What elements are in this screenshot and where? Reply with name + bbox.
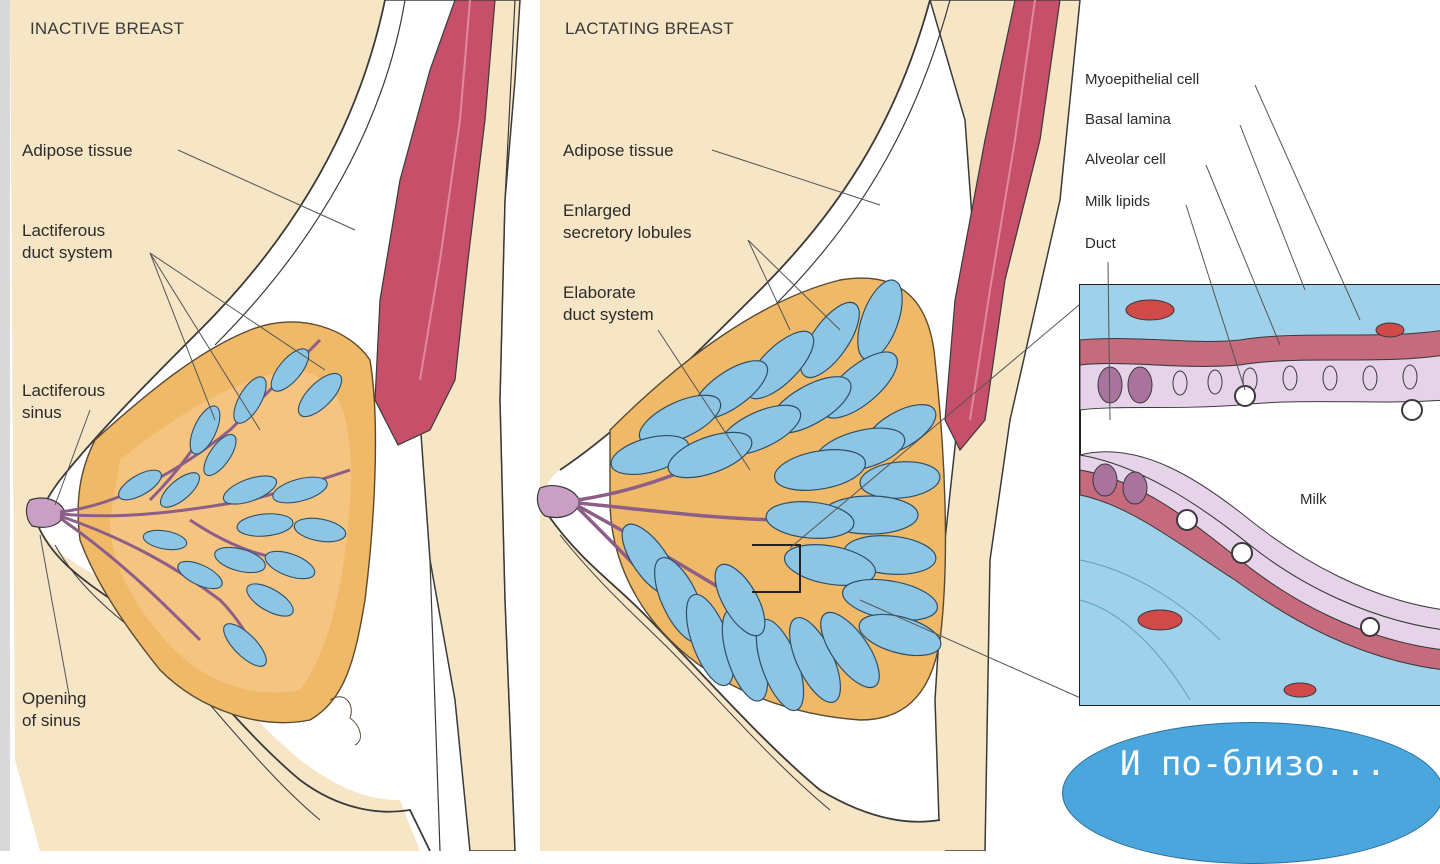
label-duct: Duct xyxy=(1085,234,1116,254)
label-basal-lamina: Basal lamina xyxy=(1085,110,1171,130)
label-enlarged-secretory-lobules: Enlarged secretory lobules xyxy=(563,200,692,244)
label-adipose-tissue-right: Adipose tissue xyxy=(563,140,674,162)
label-lactiferous-duct-system: Lactiferous duct system xyxy=(22,220,113,264)
label-lactiferous-sinus: Lactiferous sinus xyxy=(22,380,105,424)
heading-lactating-breast: LACTATING BREAST xyxy=(565,18,734,40)
label-opening-of-sinus: Opening of sinus xyxy=(22,688,86,732)
lactating-nipple xyxy=(537,486,580,518)
label-elaborate-duct-system: Elaborate duct system xyxy=(563,282,654,326)
label-alveolar-cell: Alveolar cell xyxy=(1085,150,1166,170)
label-milk-lipids: Milk lipids xyxy=(1085,192,1150,212)
inactive-nipple xyxy=(26,498,65,527)
alveolus-inset xyxy=(1080,85,1440,705)
label-myoepithelial-cell: Myoepithelial cell xyxy=(1085,70,1199,90)
heading-inactive-breast: INACTIVE BREAST xyxy=(30,18,184,40)
callout-text: И по-близо... xyxy=(1063,743,1440,785)
inactive-breast-figure xyxy=(10,0,520,851)
callout-closer-look: И по-близо... xyxy=(1062,722,1440,864)
label-adipose-tissue-left: Adipose tissue xyxy=(22,140,133,162)
label-milk: Milk xyxy=(1300,490,1327,510)
lactating-breast-figure xyxy=(537,0,1085,851)
